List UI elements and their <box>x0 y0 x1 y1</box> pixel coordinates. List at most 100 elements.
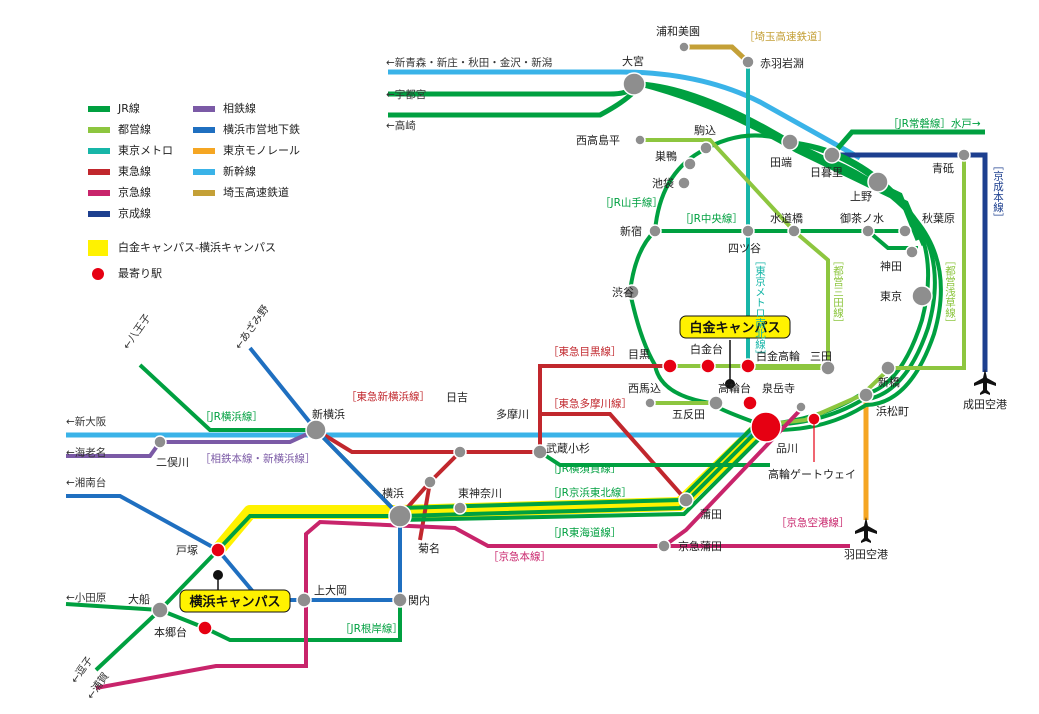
svg-text:東神奈川: 東神奈川 <box>458 486 502 500</box>
jr-joban-line <box>830 129 985 157</box>
svg-text:上大岡: 上大岡 <box>314 583 347 597</box>
svg-text:［東急多摩川線］: ［東急多摩川線］ <box>548 397 632 410</box>
svg-text:大宮: 大宮 <box>622 54 644 68</box>
svg-text:駒込: 駒込 <box>694 124 716 137</box>
svg-text:赤羽岩淵: 赤羽岩淵 <box>760 56 804 70</box>
svg-text:［京成本線］: ［京成本線］ <box>992 160 1004 223</box>
svg-text:新橋: 新橋 <box>878 375 900 389</box>
svg-text:水道橋: 水道橋 <box>770 211 803 225</box>
svg-text:←湘南台: ←湘南台 <box>66 476 106 489</box>
haneda-airport-label: 羽田空港 <box>844 547 888 561</box>
svg-text:［JR山手線］: ［JR山手線］ <box>600 196 663 209</box>
narita-airplane-icon <box>974 369 996 395</box>
legend: JR線 都営線 東京メトロ 東急線 京急線 京成線 相鉄線 横浜市営地下鉄 東京… <box>88 102 328 292</box>
svg-text:［都営三田線］: ［都営三田線］ <box>832 255 844 329</box>
svg-text:［都営浅草線］: ［都営浅草線］ <box>944 255 956 329</box>
svg-text:西高島平: 西高島平 <box>576 133 620 147</box>
keikyu-main-line <box>95 403 807 690</box>
svg-text:←小田原: ←小田原 <box>66 592 106 604</box>
svg-text:［東京メトロ南北線］: ［東京メトロ南北線］ <box>754 255 766 360</box>
svg-text:［JR東海道線］: ［JR東海道線］ <box>548 526 621 539</box>
svg-text:京急蒲田: 京急蒲田 <box>678 539 722 553</box>
svg-text:［JR横浜線］: ［JR横浜線］ <box>200 410 263 423</box>
yokohama-campus-label[interactable]: 横浜キャンパス <box>179 589 291 613</box>
nearest-station-markers <box>197 358 821 636</box>
shirokane-campus-label[interactable]: 白金キャンパス <box>679 315 791 339</box>
svg-text:白金キャンパス: 白金キャンパス <box>689 320 780 336</box>
svg-text:日暮里: 日暮里 <box>810 165 843 179</box>
jr-yokosuka-line <box>538 450 770 467</box>
yokohama-subway-line <box>66 346 402 602</box>
svg-text:戸塚: 戸塚 <box>176 544 198 557</box>
svg-text:白金高輪: 白金高輪 <box>756 349 800 363</box>
saitama-railway-line <box>684 44 750 64</box>
svg-text:［埼玉高速鉄道］: ［埼玉高速鉄道］ <box>744 30 828 43</box>
svg-text:［東急新横浜線］: ［東急新横浜線］ <box>346 390 430 403</box>
svg-text:←あざみ野: ←あざみ野 <box>232 302 272 351</box>
svg-text:横浜キャンパス: 横浜キャンパス <box>189 594 280 610</box>
svg-text:多摩川: 多摩川 <box>496 407 529 421</box>
svg-text:蒲田: 蒲田 <box>700 507 722 521</box>
svg-text:関内: 関内 <box>408 593 430 607</box>
svg-text:武蔵小杉: 武蔵小杉 <box>546 441 590 455</box>
svg-text:←新大阪: ←新大阪 <box>66 415 107 428</box>
svg-text:泉岳寺: 泉岳寺 <box>762 381 795 395</box>
svg-text:［JR横須賀線］: ［JR横須賀線］ <box>548 462 621 475</box>
svg-text:神田: 神田 <box>880 259 902 273</box>
tokyu-meguro-line <box>460 364 670 454</box>
svg-text:［東急目黒線］: ［東急目黒線］ <box>548 345 622 358</box>
tokyu-tamagawa-line <box>540 412 688 502</box>
jr-south-trunk-3 <box>399 430 768 522</box>
svg-text:［JR根岸線］: ［JR根岸線］ <box>340 622 403 635</box>
svg-text:三田: 三田 <box>810 350 832 363</box>
svg-text:［京急空港線］: ［京急空港線］ <box>776 516 850 529</box>
svg-text:［JR京浜東北線］: ［JR京浜東北線］ <box>548 486 632 499</box>
narita-airport-label: 成田空港 <box>963 397 1007 411</box>
svg-text:横浜: 横浜 <box>382 486 404 500</box>
svg-text:日吉: 日吉 <box>446 391 468 404</box>
svg-text:高輪ゲートウェイ: 高輪ゲートウェイ <box>768 467 856 481</box>
svg-text:西馬込: 西馬込 <box>628 382 661 395</box>
svg-text:←高崎: ←高崎 <box>386 119 416 132</box>
svg-text:巣鴨: 巣鴨 <box>655 149 677 163</box>
svg-text:［京急本線］: ［京急本線］ <box>488 550 551 563</box>
svg-text:青砥: 青砥 <box>932 162 954 175</box>
tokyu-yokohama-kikuna <box>418 481 432 541</box>
jr-negishi-line <box>159 516 402 642</box>
svg-text:上野: 上野 <box>850 190 872 203</box>
tokyu-shinyokohama-line <box>314 428 460 454</box>
line-labels: ［埼玉高速鉄道］ ［JR常磐線］水戸→ ［JR山手線］ ［JR中央線］ ［東急目… <box>200 30 981 635</box>
jr-south-trunk-1 <box>158 426 762 612</box>
jr-ofuna-south <box>65 602 162 672</box>
svg-text:［JR中央線］: ［JR中央線］ <box>680 212 743 225</box>
jr-tohoku-trunk-2 <box>639 81 927 246</box>
svg-text:白金台: 白金台 <box>690 342 723 356</box>
svg-text:菊名: 菊名 <box>418 541 440 555</box>
svg-text:浜松町: 浜松町 <box>876 404 909 418</box>
station-markers <box>151 41 971 619</box>
svg-text:田端: 田端 <box>770 156 792 169</box>
svg-text:←海老名: ←海老名 <box>66 446 106 459</box>
svg-text:渋谷: 渋谷 <box>612 286 634 299</box>
svg-text:御茶ノ水: 御茶ノ水 <box>840 211 884 225</box>
svg-text:［JR常磐線］水戸→: ［JR常磐線］水戸→ <box>888 117 981 130</box>
keisei-line <box>830 152 988 372</box>
svg-text:新宿: 新宿 <box>620 224 642 238</box>
svg-text:四ツ谷: 四ツ谷 <box>728 242 761 255</box>
svg-text:東京: 東京 <box>880 289 902 303</box>
svg-text:浦和美園: 浦和美園 <box>656 25 700 38</box>
svg-text:本郷台: 本郷台 <box>154 625 187 639</box>
jr-yamanote-line <box>627 133 931 428</box>
svg-text:二俣川: 二俣川 <box>156 455 189 469</box>
svg-text:新横浜: 新横浜 <box>312 407 345 421</box>
svg-text:←逗子: ←逗子 <box>69 654 96 685</box>
haneda-airplane-icon <box>855 517 877 543</box>
svg-text:←宇都宮: ←宇都宮 <box>386 88 426 101</box>
svg-text:池袋: 池袋 <box>652 176 674 190</box>
svg-text:目黒: 目黒 <box>628 348 650 361</box>
svg-text:秋葉原: 秋葉原 <box>922 211 955 225</box>
station-labels: 浦和美園 赤羽岩淵 大宮 西高島平 駒込 巣鴨 池袋 田端 日暮里 上野 青砥 … <box>128 25 955 639</box>
svg-text:品川: 品川 <box>776 442 798 455</box>
vertical-line-labels: ［東京メトロ南北線］ ［都営三田線］ ［都営浅草線］ ［京成本線］ <box>754 160 1004 360</box>
